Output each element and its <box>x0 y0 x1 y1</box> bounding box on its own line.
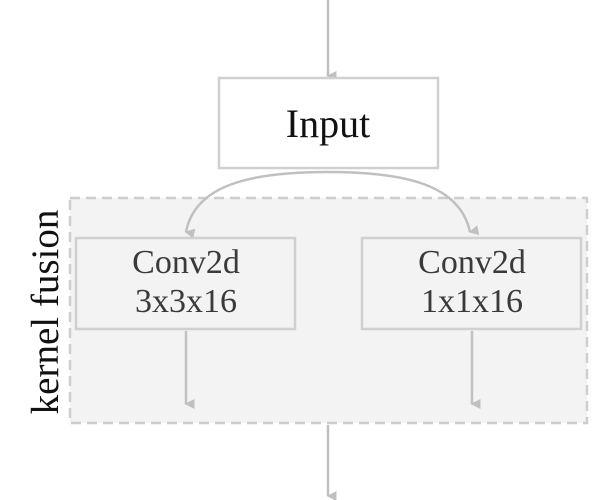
group-label: kernel fusion <box>24 210 67 415</box>
conv-right-line2: 1x1x16 <box>421 283 523 320</box>
conv-right-line1: Conv2d <box>418 244 526 281</box>
conv-branch-left <box>74 236 297 331</box>
input-label: Input <box>286 101 370 146</box>
conv-branch-right <box>360 236 583 331</box>
input-node <box>217 76 440 170</box>
conv-left-line1: Conv2d <box>132 244 240 281</box>
split-arrow-right <box>327 170 480 236</box>
split-arrow-left <box>184 170 329 239</box>
conv-left-line2: 3x3x16 <box>135 283 237 320</box>
